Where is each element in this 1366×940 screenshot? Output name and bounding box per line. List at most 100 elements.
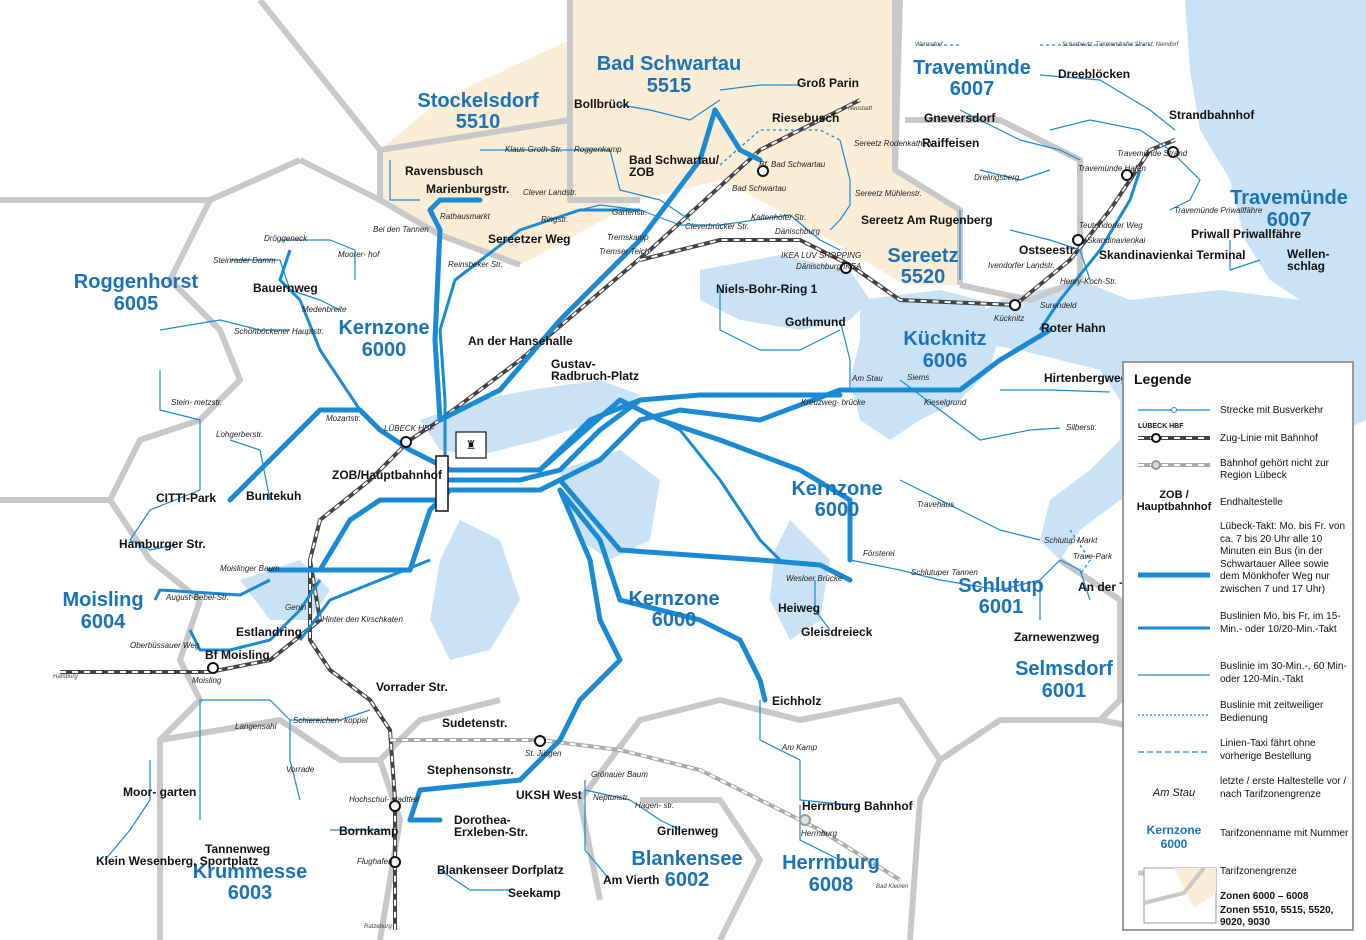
stop-label: Grillenweg [657,824,718,838]
stop-label: Zarnewenzweg [1014,630,1099,644]
svg-text:6000: 6000 [362,339,407,361]
minor-stop-label: Schönböckener Hauptstr. [234,327,324,336]
edge-destination-label: Warnsdorf [915,42,944,48]
minor-stop-label: Kreuzweg- brücke [801,398,866,407]
stop-label: Groß Parin [797,76,859,90]
minor-stop-label: Roggenkamp [574,145,622,154]
stop-label: Herrnburg Bahnhof [802,799,914,813]
minor-stop-label: Tremser Teich [599,247,650,256]
stop-label: Sereetz Am Rugenberg [861,213,993,227]
legend-box: Legende LÜBECK HBF ZOB / Hauptbahnhof Am… [1122,361,1354,931]
minor-stop-label: St. Jürgen [525,749,562,758]
legend-item-1: Strecke mit Busverkehr [1220,405,1324,416]
minor-stop-label: Schlutup Markt [1044,536,1098,545]
minor-stop-label: Lohgerberstr. [216,430,263,439]
legend-item-6: Buslinien Mo. bis Fr. im 15-Min.- oder 1… [1220,611,1341,635]
minor-stop-label: Drelingsberg [974,173,1020,182]
stop-label: schlag [1287,259,1325,273]
svg-text:6003: 6003 [228,882,273,904]
svg-text:Moisling: Moisling [62,589,143,611]
legend-title: Legende [1134,371,1192,387]
stop-label: Estlandring [236,625,302,639]
stop-label: Am Vierth [603,873,659,887]
svg-text:6006: 6006 [923,350,968,372]
stop-label: Seekamp [508,886,561,900]
minor-stop-label: August-Bebel-Str. [165,593,229,602]
minor-stop-label: Flughafen [357,857,393,866]
minor-stop-label: Sereetz Rodenkathen [854,139,932,148]
minor-stop-label: Kaltenhöfer Str. [751,213,806,222]
minor-stop-label: Mozartstr. [326,414,361,423]
svg-text:Sereetz: Sereetz [887,245,958,267]
legend-item-7: Buslinie im 30-Min.-, 60 Min- oder 120-M… [1220,661,1347,685]
minor-stop-label: Tremskamp [607,233,649,242]
svg-text:6008: 6008 [809,874,854,896]
svg-text:6007: 6007 [950,78,995,100]
svg-text:6002: 6002 [665,869,710,891]
minor-stop-label: Kieselgrund [924,398,967,407]
svg-text:Travemünde: Travemünde [1230,187,1348,209]
minor-stop-label: Wesloer Brücke [786,574,843,583]
svg-text:Travemünde: Travemünde [913,57,1031,79]
stop-label: Riesebusch [772,111,839,125]
minor-stop-label: Stein- metzstr. [171,398,222,407]
stop-label: Priwall Priwallfähre [1191,227,1301,241]
edge-destination-label: Ratzeburg [364,924,392,930]
minor-stop-label: Grönauer Baum [591,770,648,779]
minor-stop-label: Rathausmarkt [440,212,491,221]
minor-stop-label: Trave-Park [1073,552,1113,561]
minor-stop-label: Kücknitz [994,314,1024,323]
stop-label: UKSH West [516,788,582,802]
minor-stop-label: Langensahl [235,722,277,731]
svg-text:Kernzone: Kernzone [628,588,719,610]
svg-text:6000: 6000 [652,609,697,631]
minor-stop-label: Dröggeneck [264,234,308,243]
svg-text:6007: 6007 [1267,209,1312,231]
minor-stop-label: Dänischburg [775,227,820,236]
stop-label: Dreeblöcken [1058,67,1130,81]
minor-stop-label: Moorer- hof [338,250,380,259]
legend-item-12: Tarifzonengrenze [1220,866,1297,877]
stop-label: Bad Schwartau/ [629,153,720,167]
stop-label: CITTI-Park [156,491,216,505]
minor-stop-label: Am Kamp [781,743,818,752]
rail-stations [207,146,1179,868]
minor-stop-label: Vorrade [286,765,315,774]
stop-label: Tannenweg [205,842,270,856]
minor-stop-label: Skandinavienkai [1087,236,1145,245]
legend-item-11: Tarifzonenname mit Nummer [1220,828,1349,839]
svg-text:6004: 6004 [81,611,126,633]
minor-stop-label: LÜBECK HBF [384,424,435,433]
zone-tint-areas [380,0,960,285]
legend-item-3: Bahnhof gehört nicht zur Region Lübeck [1220,458,1329,481]
stop-label: Wellen- [1287,247,1329,261]
minor-stop-label: Moislinger Baum [220,564,280,573]
stop-label: Buntekuh [246,489,301,503]
stop-label: Sudetenstr. [442,716,507,730]
minor-stop-label: Bad Schwartau [732,184,787,193]
legend-item-14: Zonen 5510, 5515, 5520, 9020, 9030 [1220,905,1334,928]
minor-stop-label: Bf. Bad Schwartau [759,160,826,169]
stop-label: ZOB/Hauptbahnhof [332,468,443,482]
stop-label: Bf Moisling [205,648,270,662]
minor-stop-label: Siems [907,373,929,382]
minor-stop-label: Hagen- str. [635,801,674,810]
legend-symbol-hbf: LÜBECK HBF [1138,423,1184,430]
stop-label: Hirtenbergweg [1044,371,1128,385]
stop-label: Blankenseer Dorfplatz [437,863,564,877]
svg-text:6000: 6000 [815,499,860,521]
stop-label: Ravensbusch [405,164,483,178]
stop-label: Gneversdorf [924,111,996,125]
legend-item-5: Lübeck-Takt: Mo. bis Fr. von ca. 7 bis 2… [1220,521,1346,595]
minor-stop-label: Henry-Koch-Str. [1060,277,1117,286]
stop-label: Skandinavienkai Terminal [1099,248,1246,262]
svg-text:6001: 6001 [979,596,1024,618]
edge-destination-label: Bad Kleinen [876,884,909,890]
stop-label: Radbruch-Platz [551,369,639,383]
